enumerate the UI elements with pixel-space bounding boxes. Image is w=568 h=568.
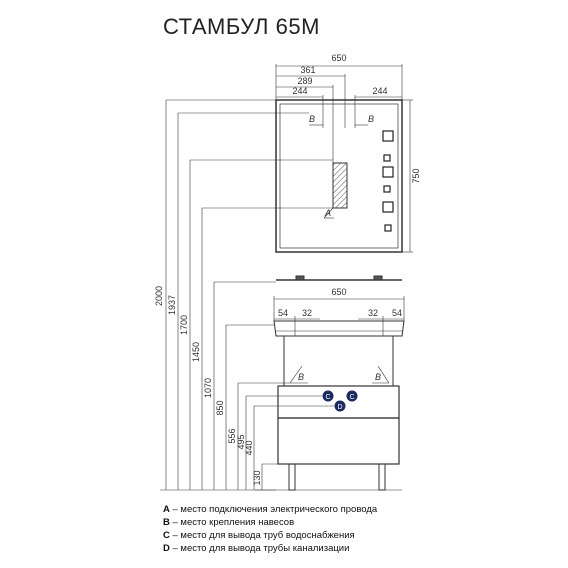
page-title: СТАМБУЛ 65М <box>163 14 320 39</box>
marker-c-left: C <box>325 394 330 401</box>
light-square <box>382 166 394 178</box>
dim-h1070: 1070 <box>203 378 213 398</box>
dim-h130: 130 <box>252 470 262 485</box>
dim-h850: 850 <box>215 400 225 415</box>
mirror-lights <box>382 130 394 232</box>
dim-32-right: 32 <box>368 308 378 318</box>
cabinet-drawer <box>277 417 400 465</box>
marker-b-left: B <box>309 114 315 124</box>
height-dimensions <box>160 99 334 491</box>
mirror-outer-frame <box>275 99 403 253</box>
dim-mirror-width: 650 <box>331 53 346 63</box>
vanity-cabinet <box>255 320 405 491</box>
dim-h556: 556 <box>227 428 237 443</box>
pipe-markers <box>322 390 358 412</box>
marker-d: D <box>337 404 342 411</box>
mirror <box>275 99 403 253</box>
marker-c-left-circle <box>322 390 334 402</box>
dim-h1450: 1450 <box>191 342 201 362</box>
mirror-dimensions <box>275 64 413 253</box>
dim-289: 289 <box>297 76 312 86</box>
mirror-inner-frame <box>279 103 399 249</box>
legend-item-b: B – место крепления навесов <box>163 517 295 528</box>
marker-a: A <box>324 208 331 218</box>
light-square <box>383 154 391 162</box>
dim-32-left: 32 <box>302 308 312 318</box>
electrical-box <box>332 162 348 209</box>
light-square <box>382 201 394 213</box>
dim-244-left: 244 <box>292 86 307 96</box>
washbasin <box>273 320 405 337</box>
dim-h495: 495 <box>236 434 246 449</box>
light-square <box>384 224 392 232</box>
dim-361: 361 <box>300 65 315 75</box>
legend: A – место подключения электрического про… <box>163 503 377 555</box>
dim-cabinet-width: 650 <box>331 287 346 297</box>
dim-h440: 440 <box>244 440 254 455</box>
marker-d-circle <box>334 400 346 412</box>
cabinet-b-markers <box>289 365 390 384</box>
light-square <box>382 130 394 142</box>
marker-b-cab-right: B <box>375 372 381 382</box>
leg-left <box>288 463 296 491</box>
dim-54-left: 54 <box>278 308 288 318</box>
legend-item-a: A – место подключения электрического про… <box>163 504 378 515</box>
dim-h1700: 1700 <box>179 315 189 335</box>
light-square <box>383 185 391 193</box>
dim-mirror-height: 750 <box>411 168 421 183</box>
dim-h1937: 1937 <box>167 295 177 315</box>
cabinet-dimensions <box>273 296 405 336</box>
dim-54-right: 54 <box>392 308 402 318</box>
marker-b-right: B <box>368 114 374 124</box>
glass-shelf <box>276 275 402 281</box>
dim-h2000: 2000 <box>154 286 164 306</box>
legend-item-d: D – место для вывода трубы канализации <box>163 543 350 554</box>
marker-c-right: C <box>349 394 354 401</box>
leg-right <box>378 463 386 491</box>
legend-item-c: C – место для вывода труб водоснабжения <box>163 530 355 541</box>
marker-c-right-circle <box>346 390 358 402</box>
dim-244-right: 244 <box>372 86 387 96</box>
marker-b-cab-left: B <box>298 372 304 382</box>
